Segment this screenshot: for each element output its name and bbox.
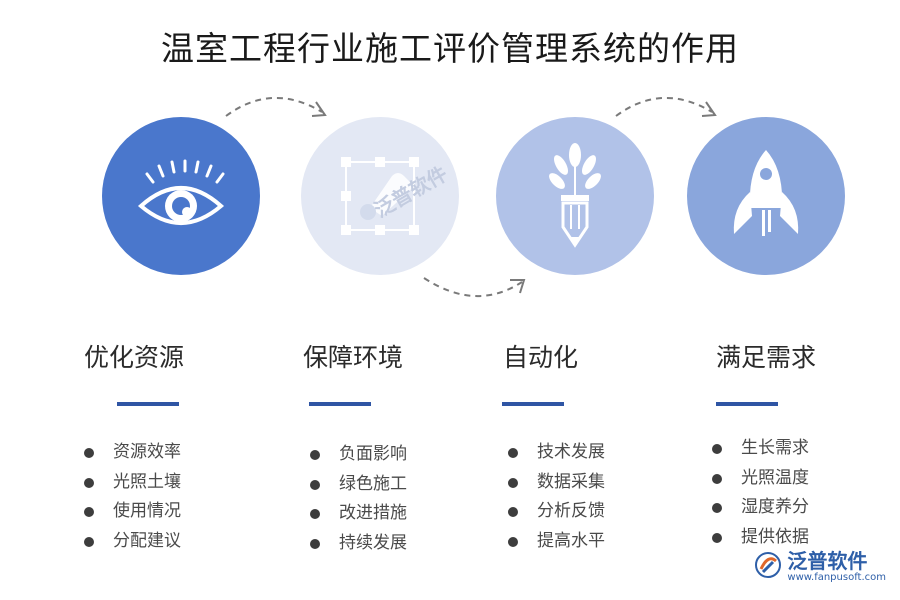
list-item: 分析反馈 <box>508 497 605 527</box>
list-item-text: 提高水平 <box>537 530 605 551</box>
column-title-demand: 满足需求 <box>716 343 817 372</box>
arrow-2-to-3 <box>423 277 526 298</box>
bullet-icon <box>310 509 320 519</box>
pencil-plant-icon <box>535 141 615 251</box>
list-item: 生长需求 <box>712 434 809 464</box>
page-title: 温室工程行业施工评价管理系统的作用 <box>161 29 739 68</box>
list-item-text: 技术发展 <box>537 442 605 462</box>
column-list-automation: 技术发展 数据采集 分析反馈 提高水平 <box>508 438 605 556</box>
list-item: 数据采集 <box>508 468 605 498</box>
list-item-text: 改进措施 <box>339 503 407 523</box>
column-list-demand: 生长需求 光照温度 湿度养分 提供依据 <box>712 434 809 552</box>
list-item: 改进措施 <box>310 499 407 529</box>
bullet-icon <box>310 450 320 460</box>
arrow-3-to-4 <box>615 96 717 117</box>
list-item-text: 湿度养分 <box>741 497 809 517</box>
bullet-icon <box>508 536 518 547</box>
brand-logo: 泛普软件 www.fanpusoft.com <box>755 550 886 584</box>
column-title-automation: 自动化 <box>503 343 579 372</box>
column-list-environment: 负面影响 绿色施工 改进措施 持续发展 <box>310 440 407 558</box>
list-item-text: 持续发展 <box>339 532 407 553</box>
circle-environment <box>301 117 459 275</box>
rocket-icon <box>726 146 806 246</box>
list-item: 技术发展 <box>508 438 605 468</box>
bullet-icon <box>84 507 94 517</box>
list-item-text: 资源效率 <box>113 442 181 462</box>
bullet-icon <box>712 444 722 454</box>
circle-demand <box>687 117 845 275</box>
bullet-icon <box>508 477 518 488</box>
bullet-icon <box>712 503 722 513</box>
list-item-text: 绿色施工 <box>339 473 407 494</box>
list-item: 光照温度 <box>712 464 809 494</box>
bullet-icon <box>712 473 722 484</box>
list-item-text: 光照土壤 <box>113 471 181 492</box>
column-title-environment: 保障环境 <box>303 343 404 372</box>
column-title-optimize: 优化资源 <box>84 343 185 372</box>
column-list-optimize: 资源效率 光照土壤 使用情况 分配建议 <box>84 438 181 556</box>
list-item-text: 负面影响 <box>339 444 407 464</box>
eye-icon <box>133 156 229 236</box>
bullet-icon <box>310 538 320 549</box>
list-item-text: 数据采集 <box>537 471 605 492</box>
circle-optimize <box>102 117 260 275</box>
column-underline <box>309 402 371 406</box>
column-underline <box>117 402 179 406</box>
bullet-icon <box>712 532 722 543</box>
list-item: 提供依据 <box>712 523 809 553</box>
bullet-icon <box>508 448 518 458</box>
list-item: 使用情况 <box>84 497 181 527</box>
list-item-text: 分配建议 <box>113 530 181 551</box>
bullet-icon <box>84 536 94 547</box>
list-item-text: 生长需求 <box>741 438 809 458</box>
pointer-select-icon <box>330 146 430 246</box>
bullet-icon <box>508 507 518 517</box>
list-item: 分配建议 <box>84 527 181 557</box>
list-item-text: 分析反馈 <box>537 501 605 521</box>
list-item-text: 使用情况 <box>113 501 181 521</box>
column-underline <box>502 402 564 406</box>
fanpu-logo-icon <box>755 552 782 582</box>
logo-url: www.fanpusoft.com <box>787 572 886 583</box>
bullet-icon <box>84 448 94 458</box>
bullet-icon <box>84 477 94 488</box>
circle-automation <box>496 117 654 275</box>
list-item: 湿度养分 <box>712 493 809 523</box>
column-underline <box>716 402 778 406</box>
list-item: 光照土壤 <box>84 468 181 498</box>
list-item: 绿色施工 <box>310 470 407 500</box>
arrow-1-to-2 <box>225 96 327 117</box>
list-item: 提高水平 <box>508 527 605 557</box>
list-item-text: 光照温度 <box>741 467 809 488</box>
logo-name: 泛普软件 <box>787 549 868 573</box>
list-item-text: 提供依据 <box>741 526 809 547</box>
list-item: 资源效率 <box>84 438 181 468</box>
bullet-icon <box>310 479 320 490</box>
list-item: 持续发展 <box>310 529 407 559</box>
list-item: 负面影响 <box>310 440 407 470</box>
